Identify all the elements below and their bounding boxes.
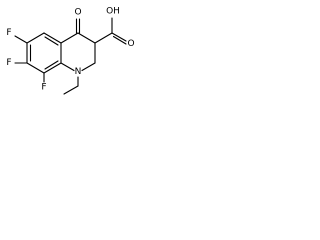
bond-c4a-c4	[60, 32, 79, 44]
fluorine-top-label: F	[6, 28, 11, 38]
bond-ccooh-o-double	[112, 35, 127, 45]
fluorine-bottom-label: F	[41, 83, 46, 93]
acid-carbonyl-oxygen-label: O	[127, 39, 134, 49]
bond-n1-c8a	[60, 62, 75, 72]
bond-ccooh-o	[111, 32, 127, 42]
double-bond-c5-c4a	[44, 36, 59, 46]
bond-ch2-ch3	[63, 85, 79, 95]
carboxylic-acid-group: OH O	[94, 7, 135, 49]
ketone-group: O	[74, 8, 82, 34]
pyridinone-ring	[60, 32, 96, 72]
benzene-ring	[26, 32, 62, 74]
ketone-oxygen-label: O	[74, 8, 81, 18]
bond-c4-c3	[77, 32, 96, 44]
bond-c5-c4a	[43, 32, 62, 44]
bond-c2-n1	[81, 62, 96, 72]
quinolone-structure: O OH O F F F N	[6, 7, 135, 95]
double-bond-c8a-c8	[44, 60, 59, 70]
n-ethyl-group: N	[63, 67, 82, 95]
bond-c8a-c8	[43, 62, 62, 74]
bond-c3-ccooh	[94, 32, 113, 44]
bond-c8-c7	[26, 62, 45, 74]
fluorine-middle-label: F	[6, 58, 11, 68]
bond-c6-f	[14, 35, 28, 44]
fluorine-substituents: F F F	[6, 28, 46, 93]
bond-c6-c5	[26, 32, 45, 44]
nitrogen-label: N	[75, 67, 82, 77]
acid-hydroxyl-label: OH	[106, 7, 120, 17]
